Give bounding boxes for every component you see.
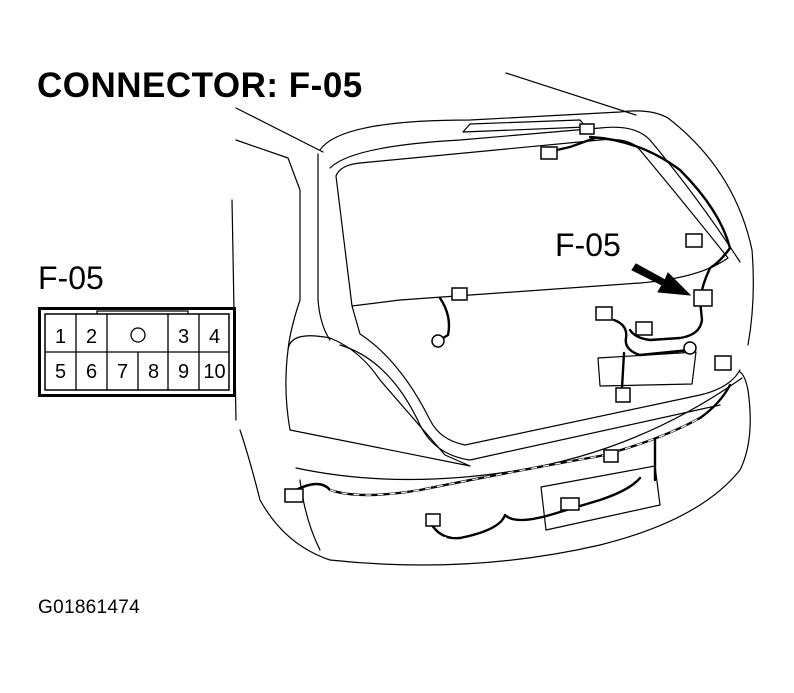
page-title: CONNECTOR: F-05 <box>37 66 363 105</box>
connector-right-lamp-icon <box>714 355 732 371</box>
c-pillar-left <box>235 139 301 301</box>
liftgate-inner <box>329 126 741 263</box>
roof-line-right <box>505 72 637 116</box>
connector-license-lamp-icon <box>615 387 631 403</box>
pin-2: 2 <box>85 326 98 348</box>
connector-center-icon <box>635 321 653 336</box>
tail-lamp-left <box>285 335 471 467</box>
figure-code: G01861474 <box>38 597 141 618</box>
pin-3: 3 <box>177 326 190 348</box>
connector-wiper-icon <box>451 287 468 301</box>
rear-bumper <box>239 371 751 566</box>
pin-9: 9 <box>177 361 190 383</box>
pin-8: 8 <box>147 361 160 383</box>
liftgate-lower <box>351 305 741 446</box>
pin-5: 5 <box>54 361 67 383</box>
pin-4: 4 <box>208 326 221 348</box>
connector-plate-icon <box>603 449 619 463</box>
liftgate-left-edge <box>317 153 331 341</box>
ground-point-left-icon <box>431 334 445 348</box>
roof-line <box>235 107 324 153</box>
connector-bumper-center-icon <box>560 497 580 511</box>
pin-10: 10 <box>203 361 226 383</box>
callout-arrow-icon <box>631 263 692 296</box>
lock-hole-icon <box>130 327 146 343</box>
connector-bumper-left-icon <box>284 488 304 503</box>
callout-label: F-05 <box>555 227 621 263</box>
liftgate-bottom-line <box>339 344 721 461</box>
stop-lamp <box>462 119 587 133</box>
license-plate-area <box>597 351 697 387</box>
connector-bumper-lower-icon <box>425 513 441 527</box>
connector-grid <box>44 310 230 391</box>
bumper-plate-recess <box>540 465 661 531</box>
connector-face-diagram: 1 2 3 4 5 6 7 8 9 10 <box>38 307 236 397</box>
body-left-side <box>231 199 237 421</box>
c-pillar-lower <box>287 299 301 351</box>
connector-top-icon <box>579 123 595 135</box>
pin-7: 7 <box>116 361 129 383</box>
connector-latch-icon <box>595 306 613 321</box>
pin-6: 6 <box>85 361 98 383</box>
rear-window <box>335 138 729 307</box>
bumper-top-line <box>295 377 743 481</box>
connector-f05-icon <box>693 289 713 307</box>
liftgate-outline <box>319 110 754 346</box>
pin-1: 1 <box>54 326 67 348</box>
connector-label: F-05 <box>38 260 104 296</box>
connector-stop-lamp-icon <box>540 146 558 160</box>
ground-point-right-icon <box>683 341 697 355</box>
connector-upper-right-icon <box>685 233 703 248</box>
